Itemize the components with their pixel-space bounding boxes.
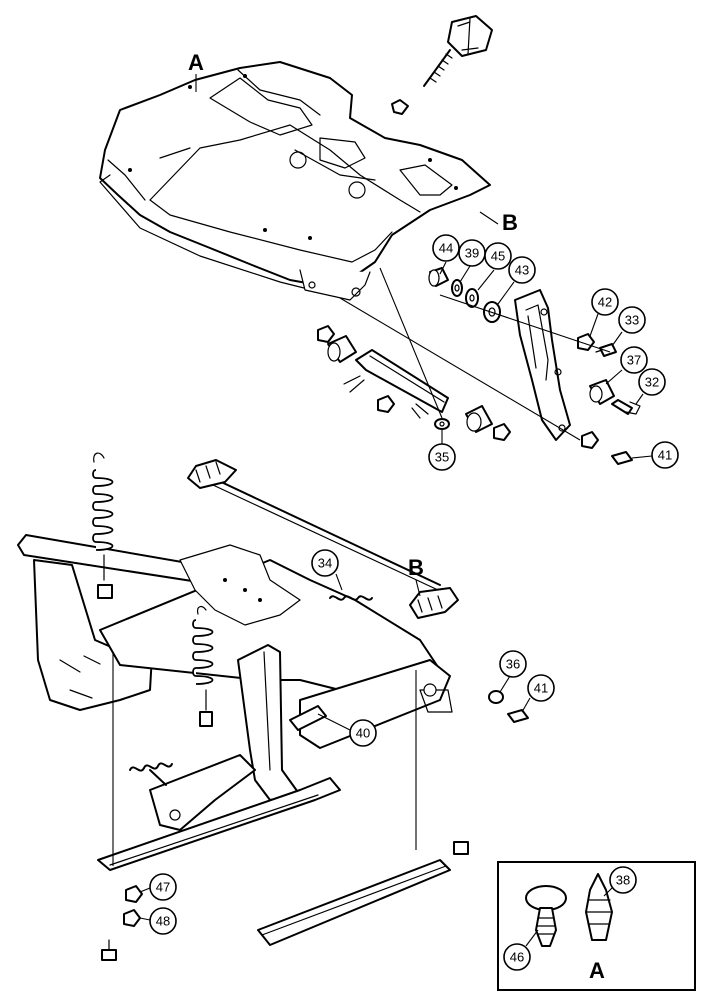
svg-text:44: 44 bbox=[439, 241, 453, 256]
shock-link bbox=[343, 349, 449, 419]
clip-inset bbox=[497, 861, 696, 991]
callout-40: 40 bbox=[317, 713, 377, 747]
spring-34 bbox=[329, 595, 373, 601]
callout-43: 43 bbox=[497, 256, 536, 305]
letter-a-top: A bbox=[188, 50, 204, 75]
svg-text:46: 46 bbox=[510, 950, 524, 965]
callout-41-bottom: 41 bbox=[521, 674, 555, 713]
svg-text:41: 41 bbox=[534, 681, 548, 696]
svg-text:37: 37 bbox=[627, 353, 641, 368]
svg-text:48: 48 bbox=[156, 914, 170, 929]
letter-a-inset: A bbox=[589, 958, 605, 983]
bolt-bottom-left bbox=[101, 939, 117, 961]
callout-42: 42 bbox=[589, 288, 619, 337]
callout-41-top: 41 bbox=[631, 441, 679, 469]
washer-36 bbox=[488, 690, 504, 704]
callout-38: 38 bbox=[603, 866, 637, 897]
callout-34: 34 bbox=[311, 549, 343, 591]
svg-text:35: 35 bbox=[435, 450, 449, 465]
svg-text:36: 36 bbox=[506, 657, 520, 672]
bolt-41-bottom bbox=[507, 709, 529, 723]
screw-33 bbox=[595, 343, 617, 357]
callout-39: 39 bbox=[458, 239, 486, 283]
callout-33: 33 bbox=[611, 306, 646, 347]
svg-text:38: 38 bbox=[616, 873, 630, 888]
svg-text:47: 47 bbox=[156, 880, 170, 895]
nut-48 bbox=[123, 909, 141, 927]
callout-32: 32 bbox=[635, 368, 666, 405]
callout-36: 36 bbox=[499, 650, 527, 693]
bushing-left bbox=[327, 335, 357, 363]
svg-text:34: 34 bbox=[318, 556, 332, 571]
callout-47: 47 bbox=[139, 873, 177, 901]
bushing-43 bbox=[483, 301, 501, 323]
nut-47 bbox=[125, 885, 143, 903]
washer-39 bbox=[451, 279, 463, 297]
bolt-41-top bbox=[611, 451, 633, 465]
callout-48: 48 bbox=[139, 907, 177, 935]
link-rod bbox=[187, 459, 459, 619]
nut-right bbox=[581, 431, 599, 449]
upper-spring-center bbox=[192, 605, 214, 727]
spring-lower bbox=[129, 762, 173, 786]
adjustment-knob bbox=[391, 15, 493, 115]
bolt-32 bbox=[611, 399, 641, 415]
upper-spring-left bbox=[92, 452, 114, 599]
svg-text:41: 41 bbox=[658, 448, 672, 463]
callout-37: 37 bbox=[605, 346, 648, 385]
letter-b-top: B bbox=[502, 210, 518, 235]
washer-35 bbox=[434, 418, 450, 430]
callout-44: 44 bbox=[432, 234, 460, 275]
bushing-44 bbox=[428, 267, 449, 287]
bolt-bottom-right bbox=[453, 841, 469, 855]
svg-text:42: 42 bbox=[598, 295, 612, 310]
svg-text:39: 39 bbox=[465, 246, 479, 261]
svg-text:45: 45 bbox=[491, 249, 505, 264]
washer-45 bbox=[465, 288, 479, 308]
callout-46: 46 bbox=[503, 929, 539, 971]
callout-35: 35 bbox=[428, 430, 456, 471]
nut-left bbox=[317, 325, 335, 343]
svg-text:43: 43 bbox=[515, 263, 529, 278]
lower-frame bbox=[17, 534, 453, 946]
svg-text:32: 32 bbox=[645, 375, 659, 390]
svg-text:40: 40 bbox=[356, 726, 370, 741]
callout-45: 45 bbox=[477, 242, 512, 291]
svg-text:33: 33 bbox=[625, 313, 639, 328]
clip-46 bbox=[525, 885, 567, 947]
spacer-37 bbox=[589, 379, 615, 405]
seat-pan bbox=[99, 61, 491, 301]
bushing-center bbox=[465, 405, 511, 441]
letter-b-mid: B bbox=[408, 555, 424, 580]
